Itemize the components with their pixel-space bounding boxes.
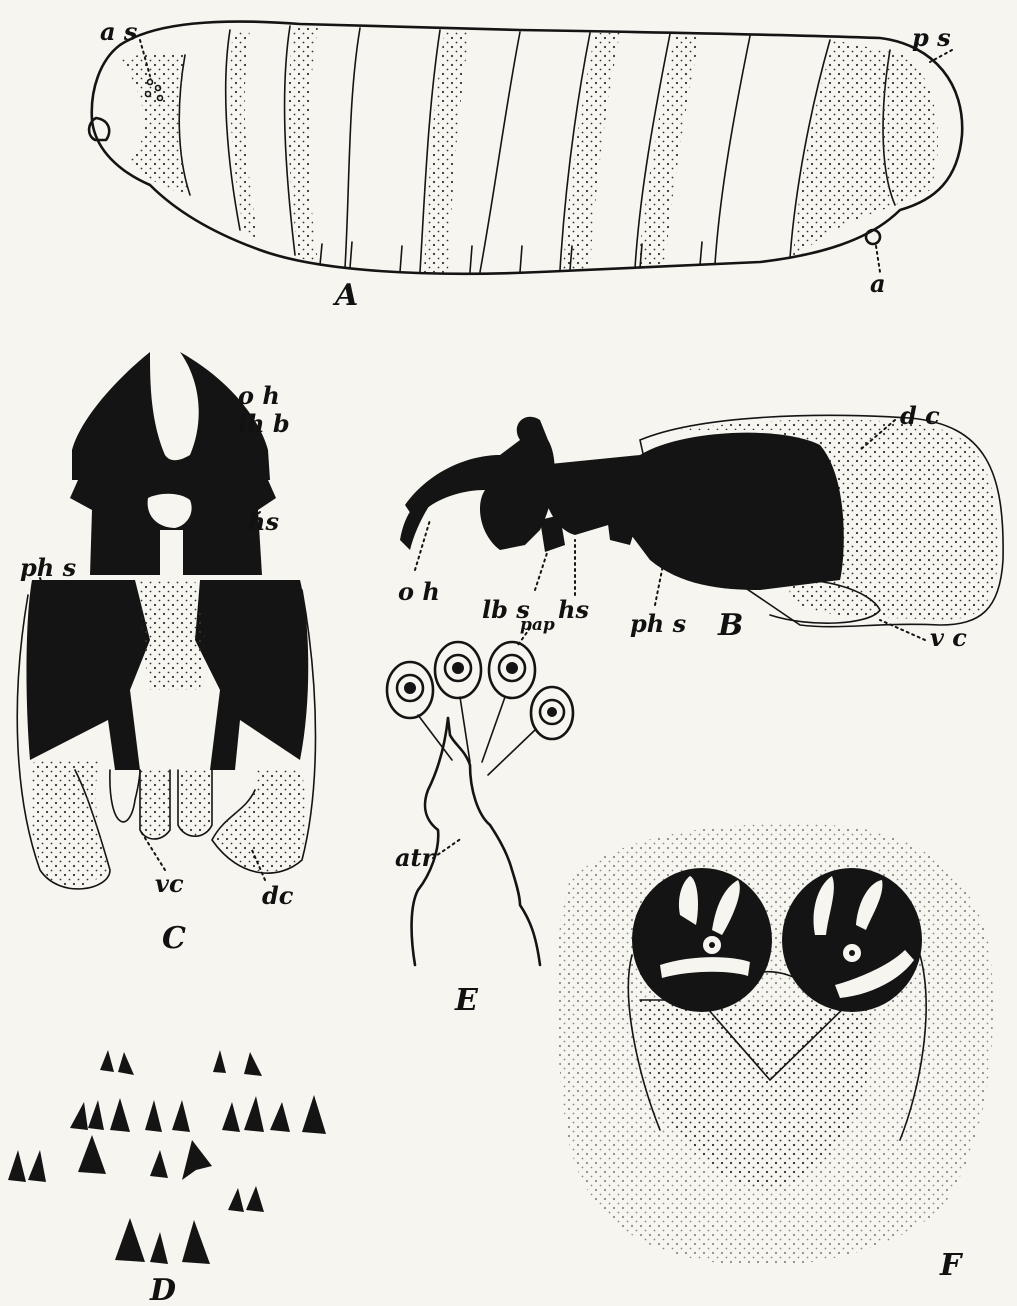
label-e-pap: pap: [520, 615, 555, 635]
figure-label-c: C: [162, 921, 186, 956]
figure-label-b: B: [717, 608, 743, 643]
label-c-vc: vc: [155, 869, 184, 898]
papilla-4: [488, 687, 573, 775]
label-c-ihb: ih b: [238, 409, 290, 438]
figure-label-d: D: [149, 1273, 176, 1306]
label-c-oh: o h: [238, 381, 280, 410]
papilla-3: [482, 642, 535, 762]
figure-label-a: A: [332, 278, 358, 313]
figure-d-spines: [8, 1050, 326, 1264]
figure-f-posterior-spiracles: F: [556, 824, 993, 1283]
label-b-phs: ph s: [630, 609, 687, 638]
label-c-dc: dc: [262, 881, 294, 910]
spiracle-plate-right: [782, 868, 922, 1012]
figure-b-skeleton: d c o h lb s hs ph s B v c: [398, 401, 1003, 652]
label-a-as: a s: [100, 17, 138, 46]
figure-a-larva: a s p s a A: [89, 17, 962, 313]
label-a-a: a: [870, 269, 886, 298]
label-a-ps: p s: [912, 23, 951, 52]
spiracle-plate-left: [632, 868, 772, 1012]
label-e-atr: atr: [395, 843, 437, 872]
figure-label-f: F: [939, 1248, 964, 1283]
label-b-hs: hs: [558, 595, 589, 624]
larva-shading: [120, 26, 938, 273]
label-b-dc: d c: [900, 401, 940, 430]
figure-e-spiracle: pap atr E: [387, 615, 573, 1018]
label-b-oh: o h: [398, 577, 440, 606]
larva-segment-lines: [179, 26, 895, 272]
figure-label-e: E: [454, 983, 479, 1018]
label-c-phs: ph s: [20, 553, 77, 582]
figure-c-skeleton: o h ih b hs ph s vc dc C: [17, 352, 315, 956]
label-b-vc: v c: [930, 623, 967, 652]
label-c-hs: hs: [248, 507, 279, 536]
